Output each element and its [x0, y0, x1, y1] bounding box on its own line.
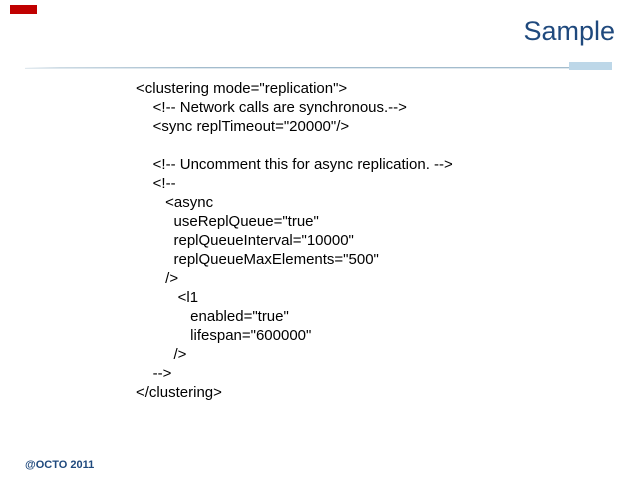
xml-code-block: <clustering mode="replication"> <!-- Net…: [136, 80, 453, 401]
footer-copyright: @OCTO 2011: [25, 459, 95, 471]
brand-accent-bar: [10, 5, 37, 14]
header-divider-highlight: [569, 62, 612, 70]
header-divider-line: [25, 67, 612, 68]
slide-title: Sample: [523, 16, 615, 46]
